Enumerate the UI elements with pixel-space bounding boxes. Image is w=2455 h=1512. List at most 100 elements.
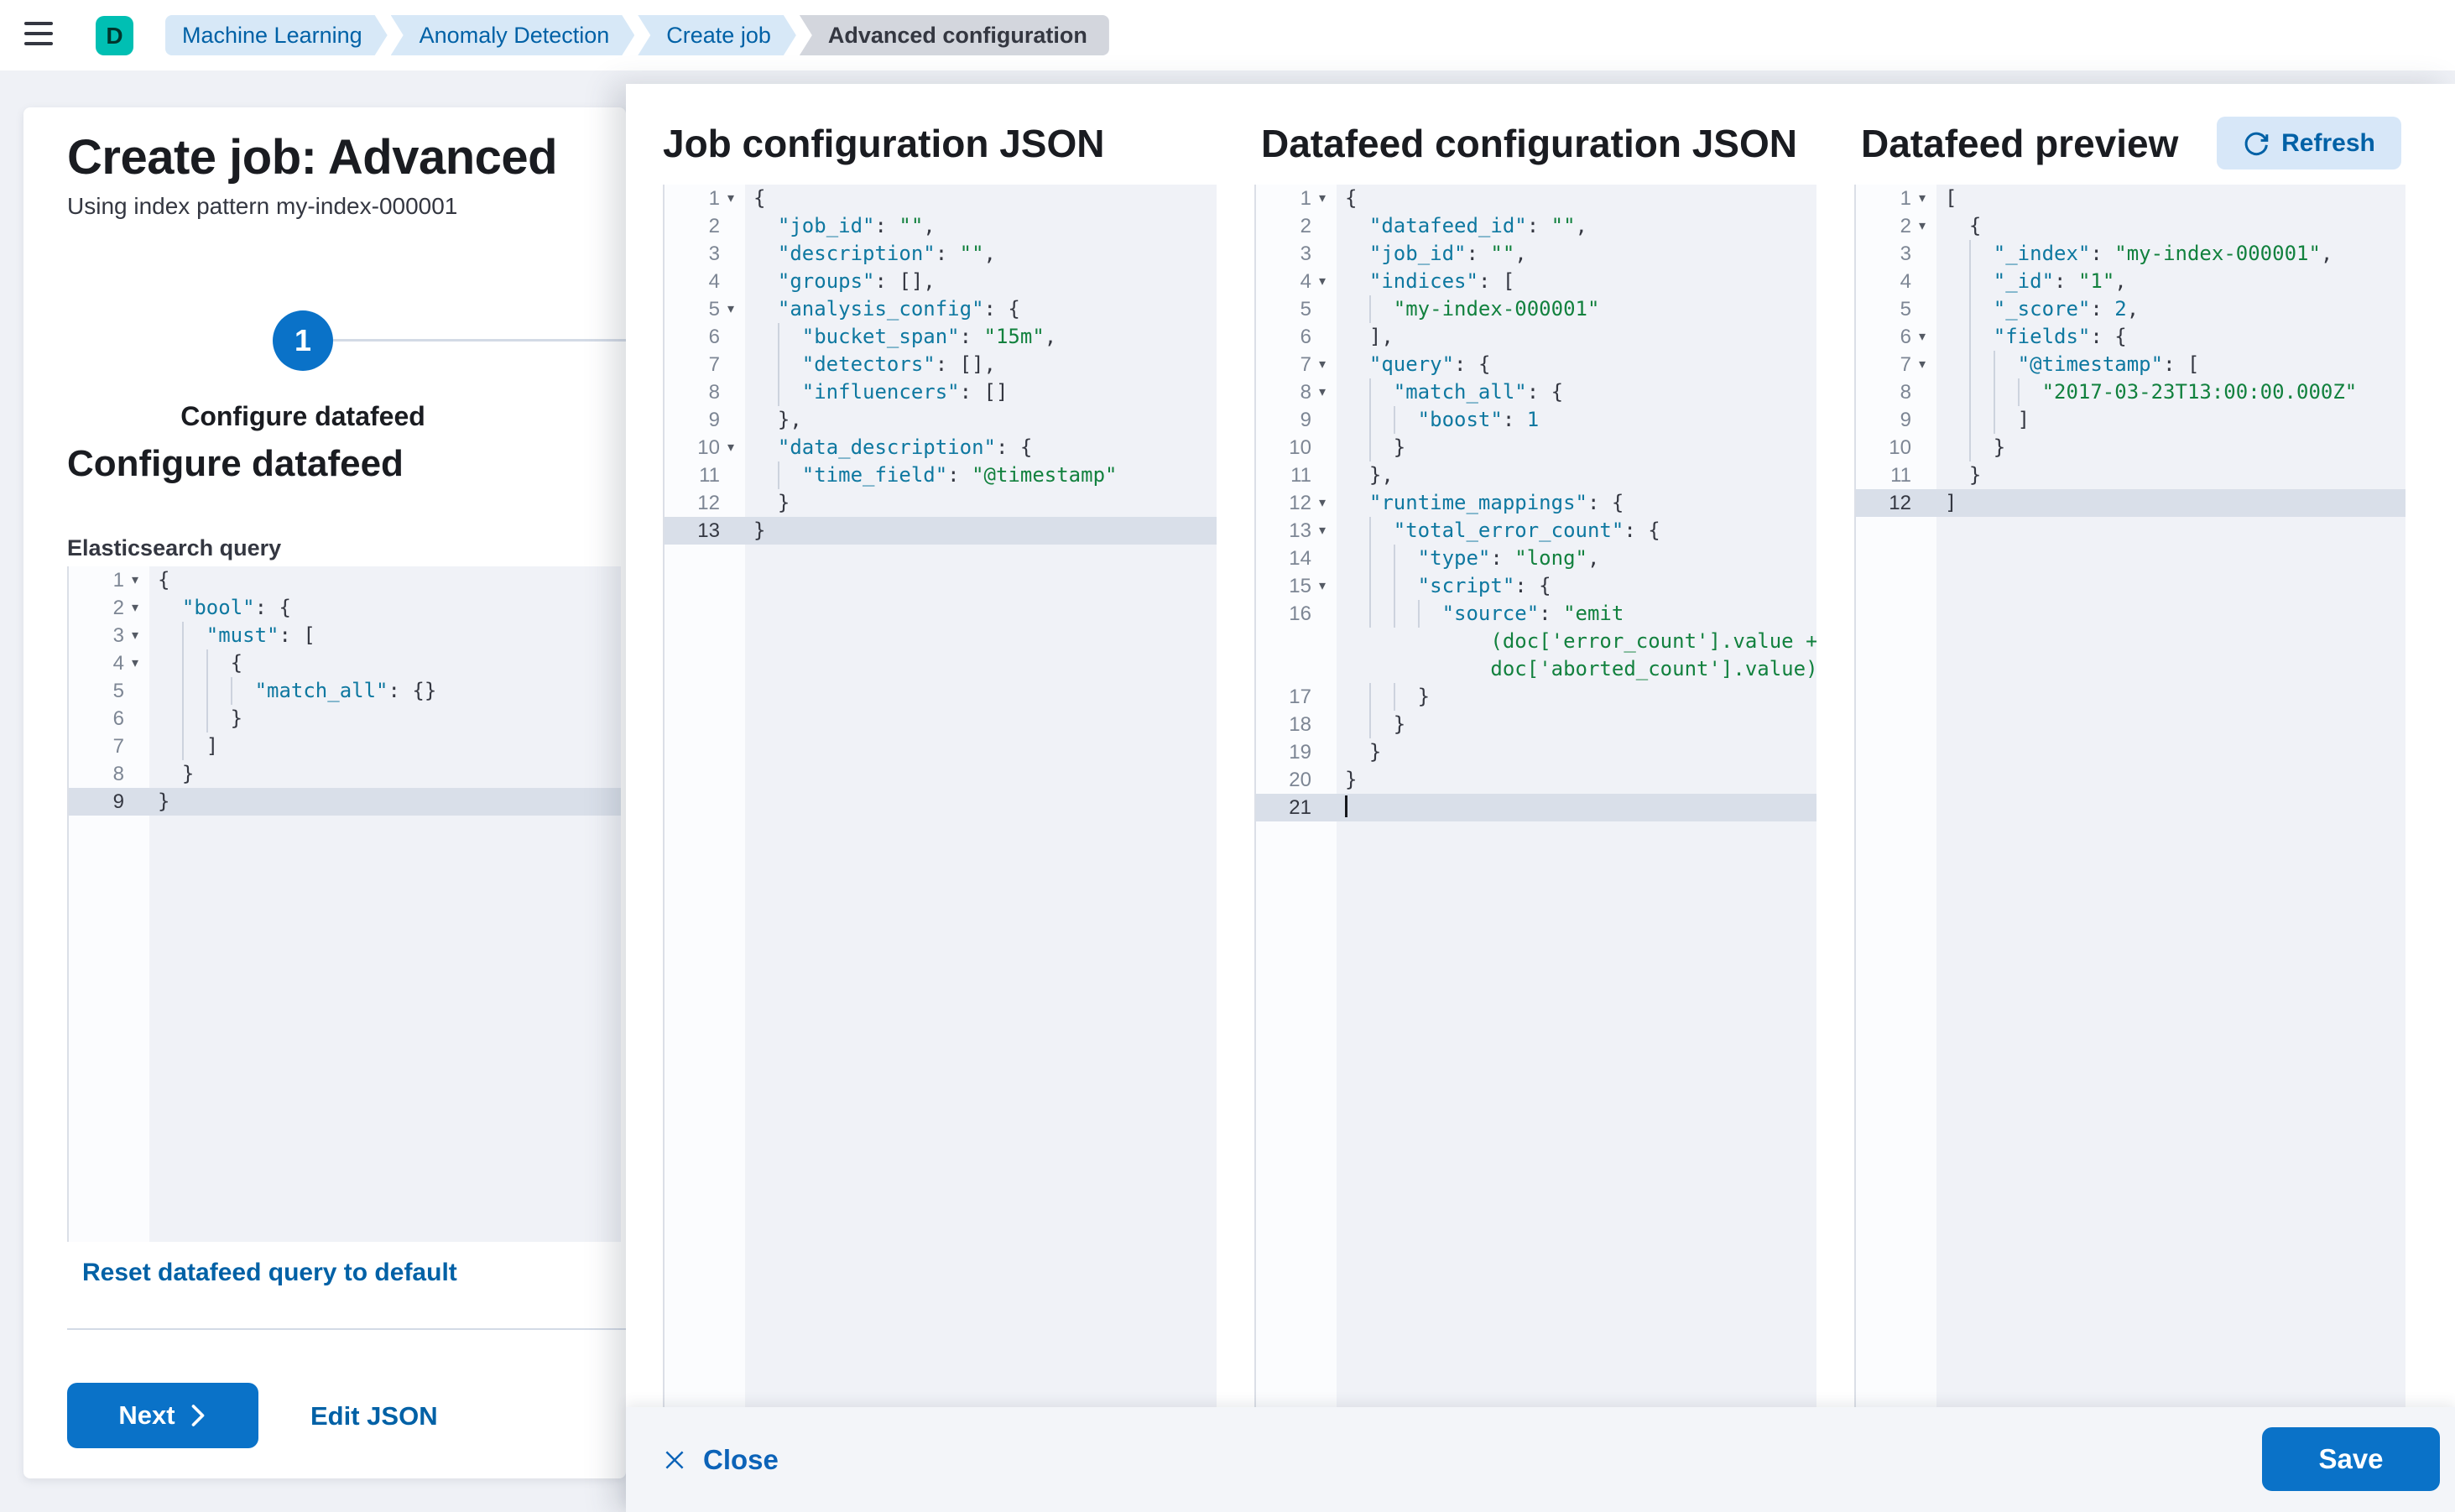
code-line: 7] xyxy=(69,733,621,760)
menu-icon[interactable] xyxy=(24,22,53,47)
code-line: 2"job_id": "", xyxy=(708,214,936,237)
save-button[interactable]: Save xyxy=(2262,1427,2440,1491)
elasticsearch-query-label: Elasticsearch query xyxy=(67,535,282,560)
job-config-title: Job configuration JSON xyxy=(663,122,1105,165)
code-line: 6], xyxy=(1300,325,1394,348)
section-heading: Configure datafeed xyxy=(67,443,404,484)
create-job-panel: Create job: Advanced Using index pattern… xyxy=(23,107,626,1478)
fold-caret-icon: ▾ xyxy=(131,628,139,643)
refresh-button[interactable]: Refresh xyxy=(2217,117,2401,169)
code-line: 14"type": "long", xyxy=(1256,545,1816,572)
json-editor-flyout: Job configuration JSON Datafeed configur… xyxy=(626,84,2455,1512)
datafeed-config-title: Datafeed configuration JSON xyxy=(1261,122,1797,165)
code-line: 20} xyxy=(1289,768,1358,791)
close-button-label: Close xyxy=(703,1443,779,1475)
code-line: 4"groups": [], xyxy=(708,269,936,293)
fold-caret-icon: ▾ xyxy=(727,441,735,455)
index-pattern-subtitle: Using index pattern my-index-000001 xyxy=(67,193,458,219)
breadcrumb: Machine Learning Anomaly Detection Creat… xyxy=(165,15,1113,55)
code-line: 7"detectors": [], xyxy=(665,351,1217,378)
code-line: 11"time_field": "@timestamp" xyxy=(665,461,1217,489)
fold-caret-icon: ▾ xyxy=(1918,191,1926,206)
fold-caret-icon: ▾ xyxy=(1318,496,1327,510)
fold-caret-icon: ▾ xyxy=(1918,219,1926,233)
divider xyxy=(67,1328,626,1330)
code-line: 3"_index": "my-index-000001", xyxy=(1856,240,2405,268)
es-query-editor[interactable]: 1▾{2▾"bool": {3▾"must": [4▾{5"match_all"… xyxy=(67,566,621,1242)
fold-caret-icon: ▾ xyxy=(1318,191,1327,206)
fold-caret-icon: ▾ xyxy=(1918,330,1926,344)
code-line: 1▾[ xyxy=(1856,185,2405,212)
code-line: 4▾{ xyxy=(69,649,621,677)
code-line: 1▾{ xyxy=(69,566,621,594)
refresh-icon xyxy=(2244,132,2269,155)
code-line: 3"job_id": "", xyxy=(1300,242,1527,265)
top-navigation-bar: D Machine Learning Anomaly Detection Cre… xyxy=(0,0,2455,70)
code-line: 1▾{ xyxy=(665,185,1217,212)
datafeed-config-editor[interactable]: 1▾{2"datafeed_id": "", 3"job_id": "", 4▾"i… xyxy=(1254,185,1816,1407)
refresh-button-label: Refresh xyxy=(2281,128,2375,157)
code-line: 12] xyxy=(1856,489,2405,517)
code-line: 9] xyxy=(1856,406,2405,434)
datafeed-preview-editor[interactable]: 1▾[2▾{3"_index": "my-index-000001",4"_id… xyxy=(1854,185,2405,1407)
code-line: 8"influencers": [] xyxy=(665,378,1217,406)
code-line: 10} xyxy=(1256,434,1816,461)
code-line: 21 xyxy=(1256,794,1816,821)
code-line: 5"_score": 2, xyxy=(1856,295,2405,323)
code-line-wrap: (doc['error_count'].value + xyxy=(1490,629,1816,653)
breadcrumb-machine-learning[interactable]: Machine Learning xyxy=(165,15,388,55)
code-line: 2▾"bool": { xyxy=(69,594,621,622)
code-line: 17} xyxy=(1256,683,1816,711)
code-line: 10} xyxy=(1856,434,2405,461)
code-line: 11}, xyxy=(1290,463,1394,487)
code-line: 9} xyxy=(69,788,621,816)
code-line: 7▾"query": { xyxy=(1256,351,1816,378)
reset-datafeed-query-link[interactable]: Reset datafeed query to default xyxy=(82,1259,457,1286)
code-line-wrap: doc['aborted_count'].value)" xyxy=(1490,657,1816,680)
fold-caret-icon: ▾ xyxy=(727,302,735,316)
code-line: 12▾"runtime_mappings": { xyxy=(1256,489,1816,517)
flyout-footer: Close Save xyxy=(626,1407,2455,1512)
step-connector-line xyxy=(333,339,626,342)
code-line: 8} xyxy=(112,762,195,785)
code-line: 11} xyxy=(1890,463,1982,487)
fold-caret-icon: ▾ xyxy=(131,573,139,587)
step-1-indicator[interactable]: 1 xyxy=(273,310,333,371)
code-line: 1▾{ xyxy=(1256,185,1816,212)
fold-caret-icon: ▾ xyxy=(1318,524,1327,538)
fold-caret-icon: ▾ xyxy=(1918,357,1926,372)
avatar[interactable]: D xyxy=(96,16,133,55)
fold-caret-icon: ▾ xyxy=(1318,579,1327,593)
code-line: 9"boost": 1 xyxy=(1256,406,1816,434)
job-config-editor[interactable]: 1▾{2"job_id": "",3"description": "",4"gr… xyxy=(663,185,1217,1407)
breadcrumb-anomaly-detection[interactable]: Anomaly Detection xyxy=(391,15,635,55)
code-line: 6} xyxy=(69,705,621,733)
code-line: 16"source": "emit xyxy=(1256,600,1816,628)
text-cursor xyxy=(1345,795,1347,817)
code-line: 4▾"indices": [ xyxy=(1256,268,1816,295)
code-line: 15▾"script": { xyxy=(1256,572,1816,600)
code-line: 19} xyxy=(1289,740,1382,764)
code-line: 6▾"fields": { xyxy=(1856,323,2405,351)
next-button-label: Next xyxy=(118,1400,175,1430)
next-button[interactable]: Next xyxy=(67,1383,258,1448)
close-icon xyxy=(665,1451,684,1468)
code-line: 6"bucket_span": "15m", xyxy=(665,323,1217,351)
code-line: 7▾"@timestamp": [ xyxy=(1856,351,2405,378)
step-1-label: Configure datafeed xyxy=(180,401,425,431)
code-line: 2"datafeed_id": "", xyxy=(1300,214,1587,237)
chevron-right-icon xyxy=(191,1405,204,1426)
code-line: 13} xyxy=(665,517,1217,545)
close-button[interactable]: Close xyxy=(663,1407,779,1512)
fold-caret-icon: ▾ xyxy=(1318,274,1327,289)
breadcrumb-create-job[interactable]: Create job xyxy=(638,15,796,55)
breadcrumb-advanced-configuration: Advanced configuration xyxy=(799,15,1109,55)
fold-caret-icon: ▾ xyxy=(131,656,139,670)
code-line: 8▾"match_all": { xyxy=(1256,378,1816,406)
code-line: 13▾"total_error_count": { xyxy=(1256,517,1816,545)
page-title: Create job: Advanced xyxy=(67,130,558,185)
code-line: 3▾"must": [ xyxy=(69,622,621,649)
edit-json-link[interactable]: Edit JSON xyxy=(310,1401,438,1431)
code-line: 4"_id": "1", xyxy=(1856,268,2405,295)
fold-caret-icon: ▾ xyxy=(131,601,139,615)
